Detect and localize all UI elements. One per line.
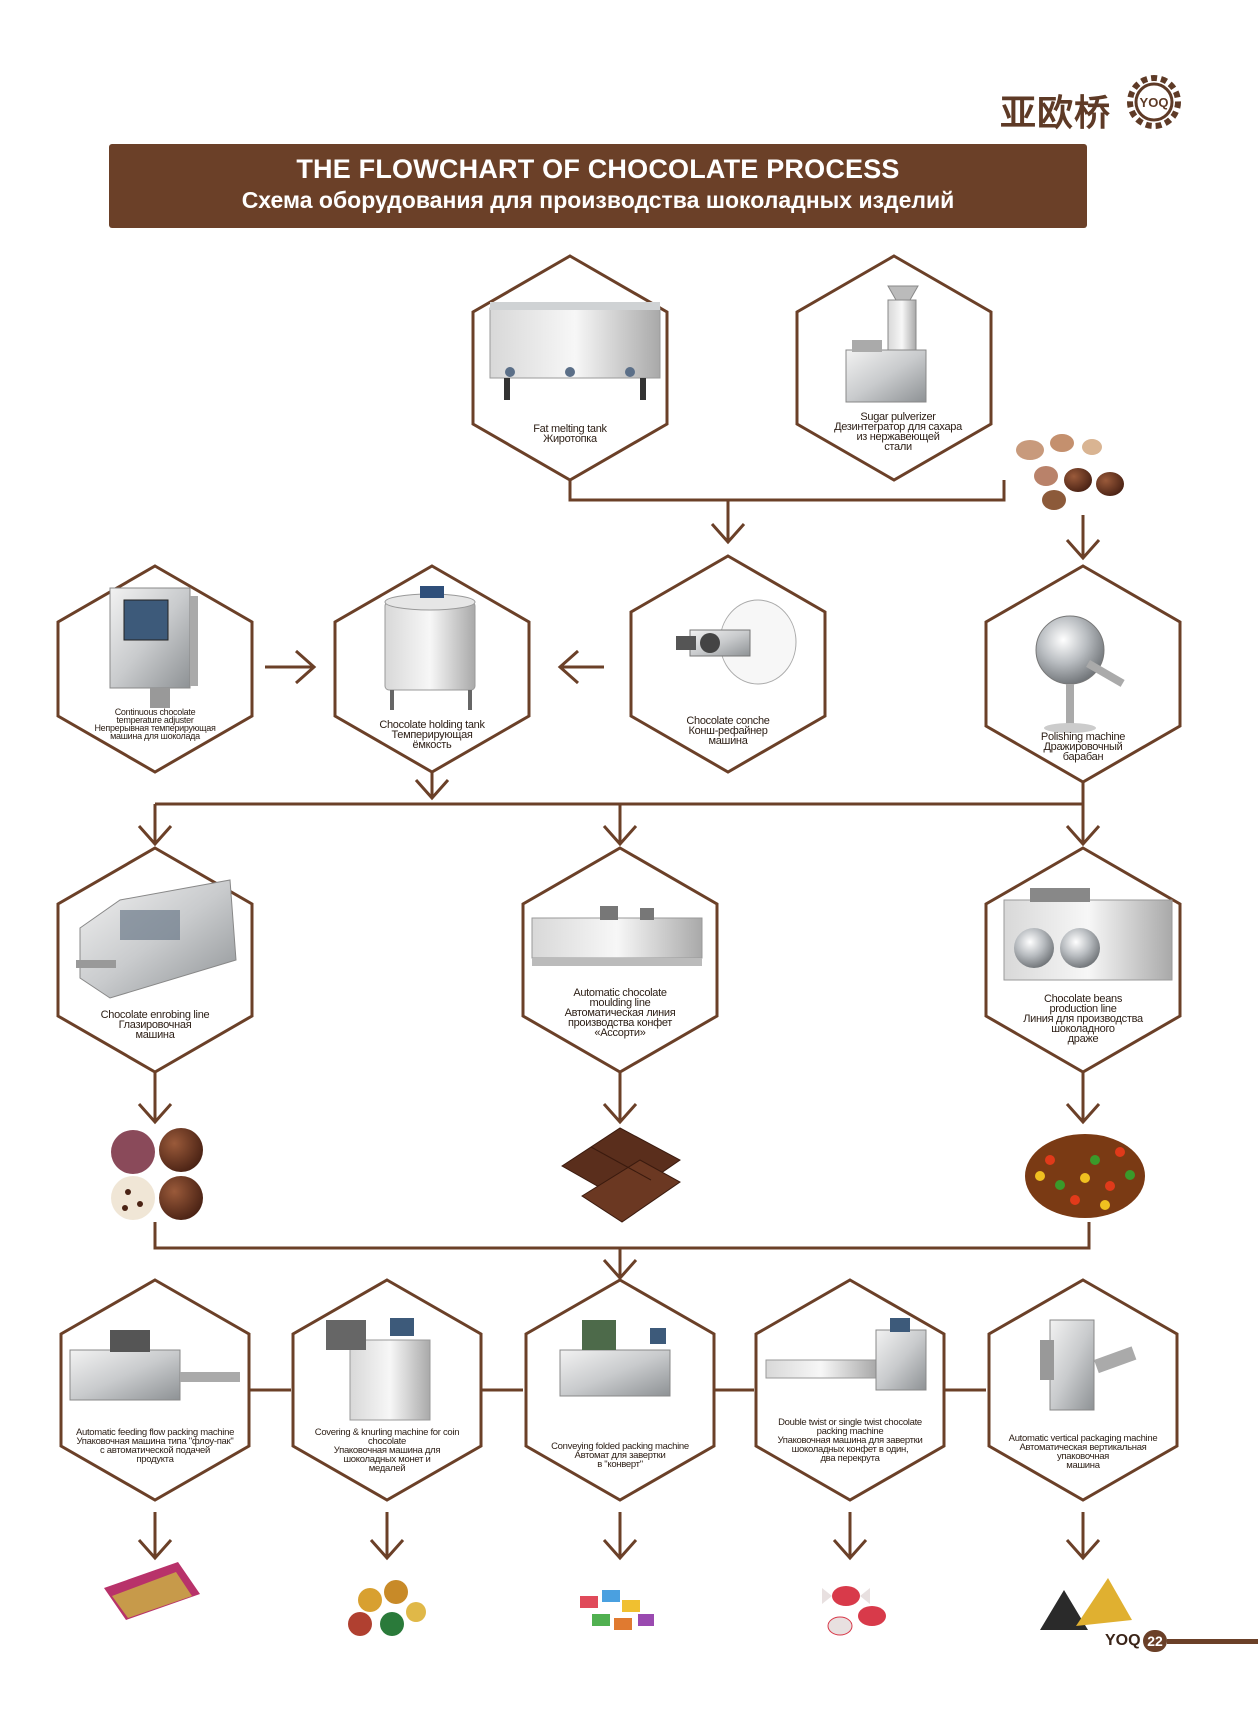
- twist-candies-image: [822, 1586, 886, 1636]
- page-title-en: THE FLOWCHART OF CHOCOLATE PROCESS: [296, 154, 900, 184]
- page-number: 22: [1143, 1630, 1167, 1652]
- flow-pack-machine-image: [69, 1330, 240, 1401]
- brand-logo-icon: YOQ: [1127, 75, 1181, 129]
- brand-header: 亚欧桥: [1000, 80, 1190, 140]
- wrapped-bar-image: [104, 1562, 200, 1620]
- svg-text:YOQ: YOQ: [1140, 95, 1169, 110]
- dragee-image: [1025, 1134, 1145, 1218]
- tempering-machine-image: [109, 587, 198, 708]
- wrapped-candies-image: [580, 1590, 654, 1630]
- moulding-line-image: [531, 906, 703, 966]
- coin-chocolates-image: [348, 1580, 426, 1636]
- chocolate-bar-image: [561, 1127, 681, 1223]
- twist-pack-machine-image: [765, 1318, 927, 1391]
- folded-pack-machine-image: [559, 1320, 671, 1397]
- page-brand: YOQ: [1105, 1632, 1141, 1649]
- enrobing-line-image: [76, 879, 237, 999]
- page-title-ru: Схема оборудования для производства шоко…: [241, 187, 955, 213]
- title-banner: THE FLOWCHART OF CHOCOLATE PROCESS Схема…: [109, 144, 1087, 228]
- holding-tank-image: [384, 586, 476, 710]
- fat-melting-tank-image: [489, 302, 661, 400]
- pyramid-packs-image: [1040, 1578, 1132, 1630]
- connectors: [137, 480, 1101, 1561]
- conche-image: [676, 599, 797, 685]
- sugar-pulverizer-image: [845, 285, 927, 403]
- vertical-pack-machine-image: [1040, 1319, 1137, 1411]
- coin-wrapper-image: [326, 1318, 431, 1421]
- brand-chinese-name: 亚欧桥: [1000, 93, 1112, 134]
- truffles-image: [111, 1128, 203, 1220]
- polishing-drum-image: [1035, 615, 1125, 733]
- page-footer-rule: [1167, 1639, 1258, 1644]
- beans-line-image: [1003, 888, 1173, 981]
- nuts-image: [1016, 434, 1124, 510]
